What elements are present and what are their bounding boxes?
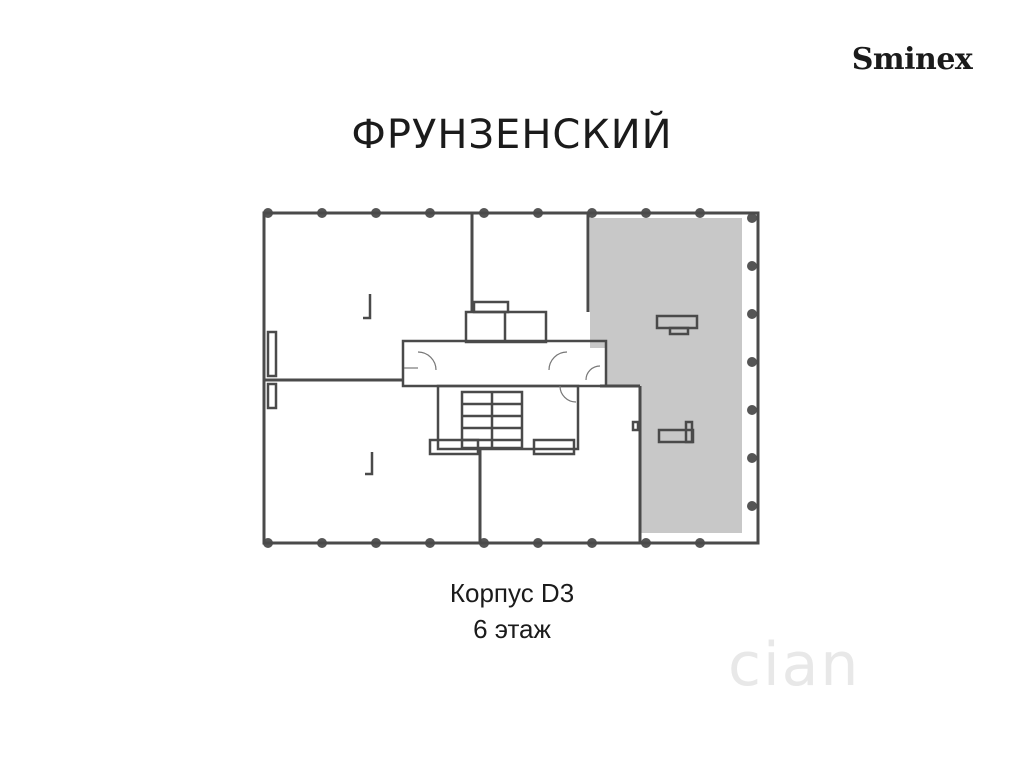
window-mark	[747, 405, 757, 415]
sminex-logo: Sminex	[851, 42, 973, 77]
floor-label: 6 этаж	[473, 614, 551, 644]
watermark: cian	[728, 630, 861, 700]
window-mark	[747, 453, 757, 463]
highlighted-apartment	[590, 218, 742, 533]
window-mark	[747, 261, 757, 271]
building-label: Корпус D3	[449, 578, 575, 608]
window-mark	[747, 501, 757, 511]
window-mark	[747, 309, 757, 319]
window-mark	[747, 213, 757, 223]
page-title: ФРУНЗЕНСКИЙ	[351, 112, 673, 158]
outer-wall	[262, 211, 760, 545]
window-mark	[747, 357, 757, 367]
